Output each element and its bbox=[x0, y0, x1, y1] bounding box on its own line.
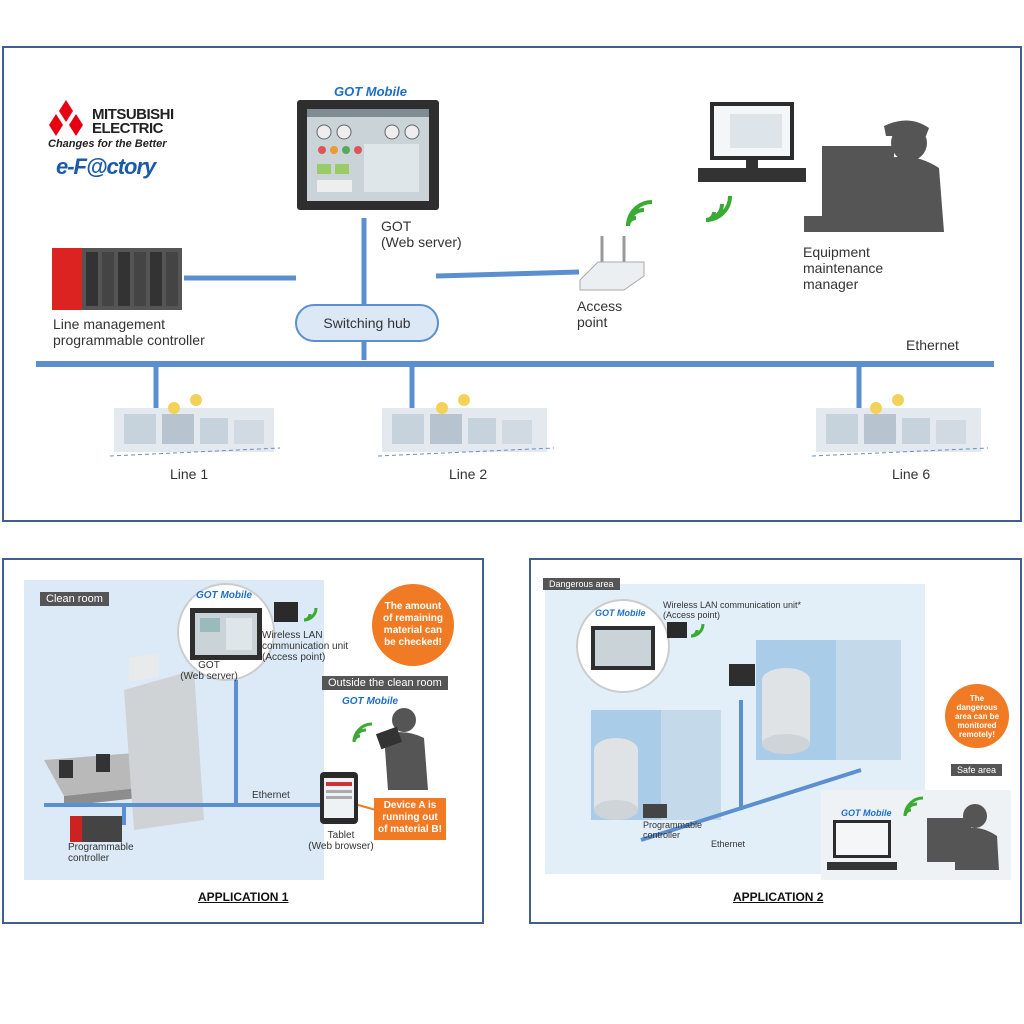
manager-computer-icon bbox=[698, 102, 806, 182]
brand-tagline: Changes for the Better bbox=[48, 138, 167, 150]
app2-got-mobile-logo: GOT Mobile bbox=[595, 608, 646, 618]
manager-label: Equipment maintenance manager bbox=[803, 244, 884, 292]
dangerous-area-tag: Dangerous area bbox=[543, 578, 620, 590]
brand-name-line2: ELECTRIC bbox=[92, 120, 164, 137]
wifi-icon-manager bbox=[705, 195, 732, 222]
app1-got-mobile-logo: GOT Mobile bbox=[196, 590, 253, 601]
line-plc-icon bbox=[52, 248, 182, 310]
got-device-icon bbox=[297, 100, 439, 210]
app1-plc-label: Programmable controller bbox=[68, 842, 134, 864]
line-6-label: Line 6 bbox=[892, 466, 931, 482]
material-alert-box: Device A is running out of material B! bbox=[374, 798, 446, 840]
application-1-title: APPLICATION 1 bbox=[198, 890, 289, 904]
production-line-6-icon bbox=[811, 394, 989, 457]
material-check-bubble: The amount of remaining material can be … bbox=[372, 584, 454, 666]
wireless-lan-unit-icon bbox=[274, 602, 298, 622]
outside-clean-room-tag: Outside the clean room bbox=[322, 676, 448, 690]
efactory-logo: e-F@ctory bbox=[56, 154, 156, 179]
app1-got-label: GOT (Web server) bbox=[180, 660, 238, 682]
production-line-2-icon bbox=[377, 394, 555, 457]
brand-name-line1: MITSUBISHI bbox=[92, 106, 174, 123]
wifi-icon bbox=[626, 200, 653, 227]
app2-ethernet-label: Ethernet bbox=[711, 839, 746, 849]
tank-machine-2-icon bbox=[756, 640, 901, 760]
ethernet-label: Ethernet bbox=[906, 337, 959, 353]
wifi-icon-operator bbox=[352, 722, 373, 743]
remote-operator-icon bbox=[927, 804, 999, 870]
access-point-icon bbox=[579, 236, 645, 291]
app2-wlan-label: Wireless LAN communication unit* (Access… bbox=[663, 600, 802, 620]
app1-wlan-label: Wireless LAN communication unit (Access … bbox=[262, 630, 349, 663]
app2-plc-label: Programmable controller bbox=[643, 820, 703, 840]
outside-got-mobile-logo: GOT Mobile bbox=[342, 696, 399, 707]
remote-monitor-bubble: The dangerous area can be monitored remo… bbox=[945, 684, 1009, 748]
plc-label: Line management programmable controller bbox=[53, 316, 205, 348]
got-mobile-logo: GOT Mobile bbox=[334, 84, 407, 99]
app2-got-panel-icon bbox=[591, 626, 655, 670]
application-1-panel: Clean room GOT Mobile GOT (Web server) W… bbox=[2, 558, 484, 924]
app2-wireless-lan-unit-icon bbox=[667, 622, 687, 638]
got-panel-icon bbox=[190, 608, 262, 660]
app2-ethernet-line bbox=[640, 768, 862, 842]
line-1-label: Line 1 bbox=[170, 466, 209, 482]
operator-with-tablet-icon bbox=[375, 708, 428, 790]
app1-plc-icon bbox=[70, 816, 122, 842]
network-overview-graphics bbox=[36, 100, 994, 457]
application-2-panel: Dangerous area GOT Mobile Wireless LAN c… bbox=[529, 558, 1022, 924]
application-1-graphics bbox=[24, 580, 428, 880]
app2-plc-icon bbox=[643, 804, 667, 818]
network-overview-panel: MITSUBISHI ELECTRIC Changes for the Bett… bbox=[2, 46, 1022, 522]
line-2-label: Line 2 bbox=[449, 466, 488, 482]
tablet-icon bbox=[320, 772, 358, 824]
tank-machine-1-icon bbox=[591, 710, 721, 820]
mitsubishi-logo-icon bbox=[49, 100, 83, 136]
tablet-label: Tablet (Web browser) bbox=[308, 830, 374, 852]
wifi-icon-app2-unit bbox=[690, 623, 705, 638]
safe-area-tag: Safe area bbox=[951, 764, 1003, 776]
machine-got-icon bbox=[729, 664, 755, 686]
app1-ethernet-label: Ethernet bbox=[252, 790, 290, 801]
safe-area-got-mobile-logo: GOT Mobile bbox=[841, 808, 892, 818]
clean-room-tag: Clean room bbox=[40, 592, 109, 606]
maintenance-manager-person-icon bbox=[804, 120, 944, 232]
conveyor-machine-icon bbox=[44, 652, 204, 830]
access-point-link-line bbox=[435, 269, 580, 279]
production-line-1-icon bbox=[109, 394, 281, 457]
got-label: GOT (Web server) bbox=[381, 218, 462, 250]
wifi-icon-safe-area bbox=[903, 796, 924, 817]
switching-hub: Switching hub bbox=[295, 304, 439, 342]
wifi-icon-app1 bbox=[303, 607, 318, 622]
access-point-label: Access point bbox=[577, 298, 623, 330]
application-2-title: APPLICATION 2 bbox=[733, 890, 824, 904]
safe-area-pc-icon bbox=[827, 820, 897, 870]
application-2-graphics bbox=[545, 584, 1011, 880]
